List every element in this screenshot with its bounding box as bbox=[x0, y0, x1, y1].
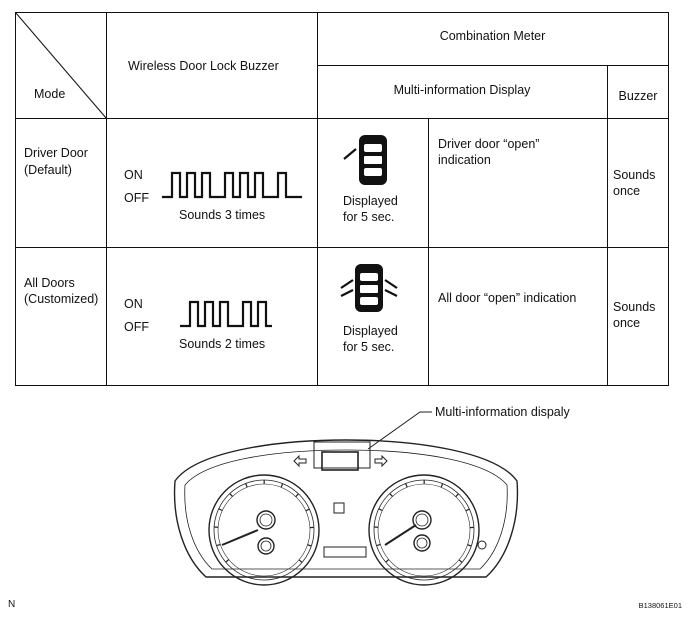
header-buzzer: Buzzer bbox=[618, 89, 658, 103]
displayed-text: Displayed bbox=[343, 324, 398, 338]
buzzer-result-2: once bbox=[613, 316, 641, 330]
on-label: ON bbox=[124, 297, 143, 311]
buzzer-result: Sounds bbox=[613, 168, 656, 182]
gauge-tick bbox=[467, 544, 472, 547]
buzzer-waveform-3-pulses bbox=[162, 171, 302, 199]
gauge-tick bbox=[216, 543, 221, 547]
gauge-tick bbox=[376, 543, 381, 547]
gauge-tick bbox=[229, 493, 233, 497]
gauge-tick bbox=[385, 559, 390, 563]
gauge-tick bbox=[378, 508, 383, 512]
header-multi-information-display: Multi-information Display bbox=[393, 83, 531, 97]
gauge-tick bbox=[307, 544, 312, 547]
combination-meter-illustration bbox=[173, 411, 519, 586]
on-label: ON bbox=[124, 168, 143, 182]
gauge-tick bbox=[455, 493, 459, 498]
gauge-tick bbox=[295, 493, 299, 498]
turn-left-arrow-icon bbox=[293, 454, 307, 472]
indication-text: Driver door “open” bbox=[438, 137, 540, 151]
gauge-tick bbox=[245, 483, 248, 488]
indication-text: All door “open” indication bbox=[438, 291, 577, 305]
off-label: OFF bbox=[124, 191, 149, 205]
displayed-text: Displayed bbox=[343, 194, 398, 208]
mode-qualifier: (Customized) bbox=[24, 292, 99, 306]
gauge-tick bbox=[389, 493, 393, 497]
header-wireless-door-lock-buzzer: Wireless Door Lock Buzzer bbox=[128, 59, 279, 73]
sound-description: Sounds 2 times bbox=[179, 337, 266, 351]
mode-name: Driver Door bbox=[24, 146, 88, 160]
indication-text-2: indication bbox=[438, 153, 491, 167]
gauge-tick bbox=[305, 508, 310, 512]
figure-code: B138061E01 bbox=[638, 601, 682, 610]
header-combination-meter: Combination Meter bbox=[439, 29, 546, 43]
displayed-duration: for 5 sec. bbox=[343, 340, 395, 354]
table-grid bbox=[15, 12, 669, 386]
gauge-tick bbox=[225, 559, 230, 563]
mode-qualifier: (Default) bbox=[24, 163, 72, 177]
gauge-tick bbox=[280, 483, 284, 488]
footer-left-mark: N bbox=[8, 599, 16, 610]
mode-name: All Doors bbox=[24, 276, 75, 290]
car-driver-door-open-icon bbox=[340, 131, 396, 194]
gauge-tick bbox=[458, 559, 463, 563]
gauge-tick bbox=[298, 559, 303, 563]
header-mode: Mode bbox=[34, 87, 66, 101]
displayed-duration: for 5 sec. bbox=[343, 210, 395, 224]
callout-label: Multi-information dispaly bbox=[435, 405, 570, 419]
gauge-tick bbox=[465, 508, 470, 512]
buzzer-result: Sounds bbox=[613, 300, 656, 314]
gauge-tick bbox=[405, 483, 408, 488]
gauge-tick bbox=[440, 483, 444, 488]
turn-right-arrow-icon bbox=[374, 454, 388, 472]
car-all-doors-open-icon bbox=[334, 258, 404, 321]
gauge-tick bbox=[218, 508, 223, 512]
sound-description: Sounds 3 times bbox=[179, 208, 266, 222]
buzzer-waveform-2-pulses bbox=[180, 300, 272, 328]
buzzer-result-2: once bbox=[613, 184, 641, 198]
off-label: OFF bbox=[124, 320, 149, 334]
